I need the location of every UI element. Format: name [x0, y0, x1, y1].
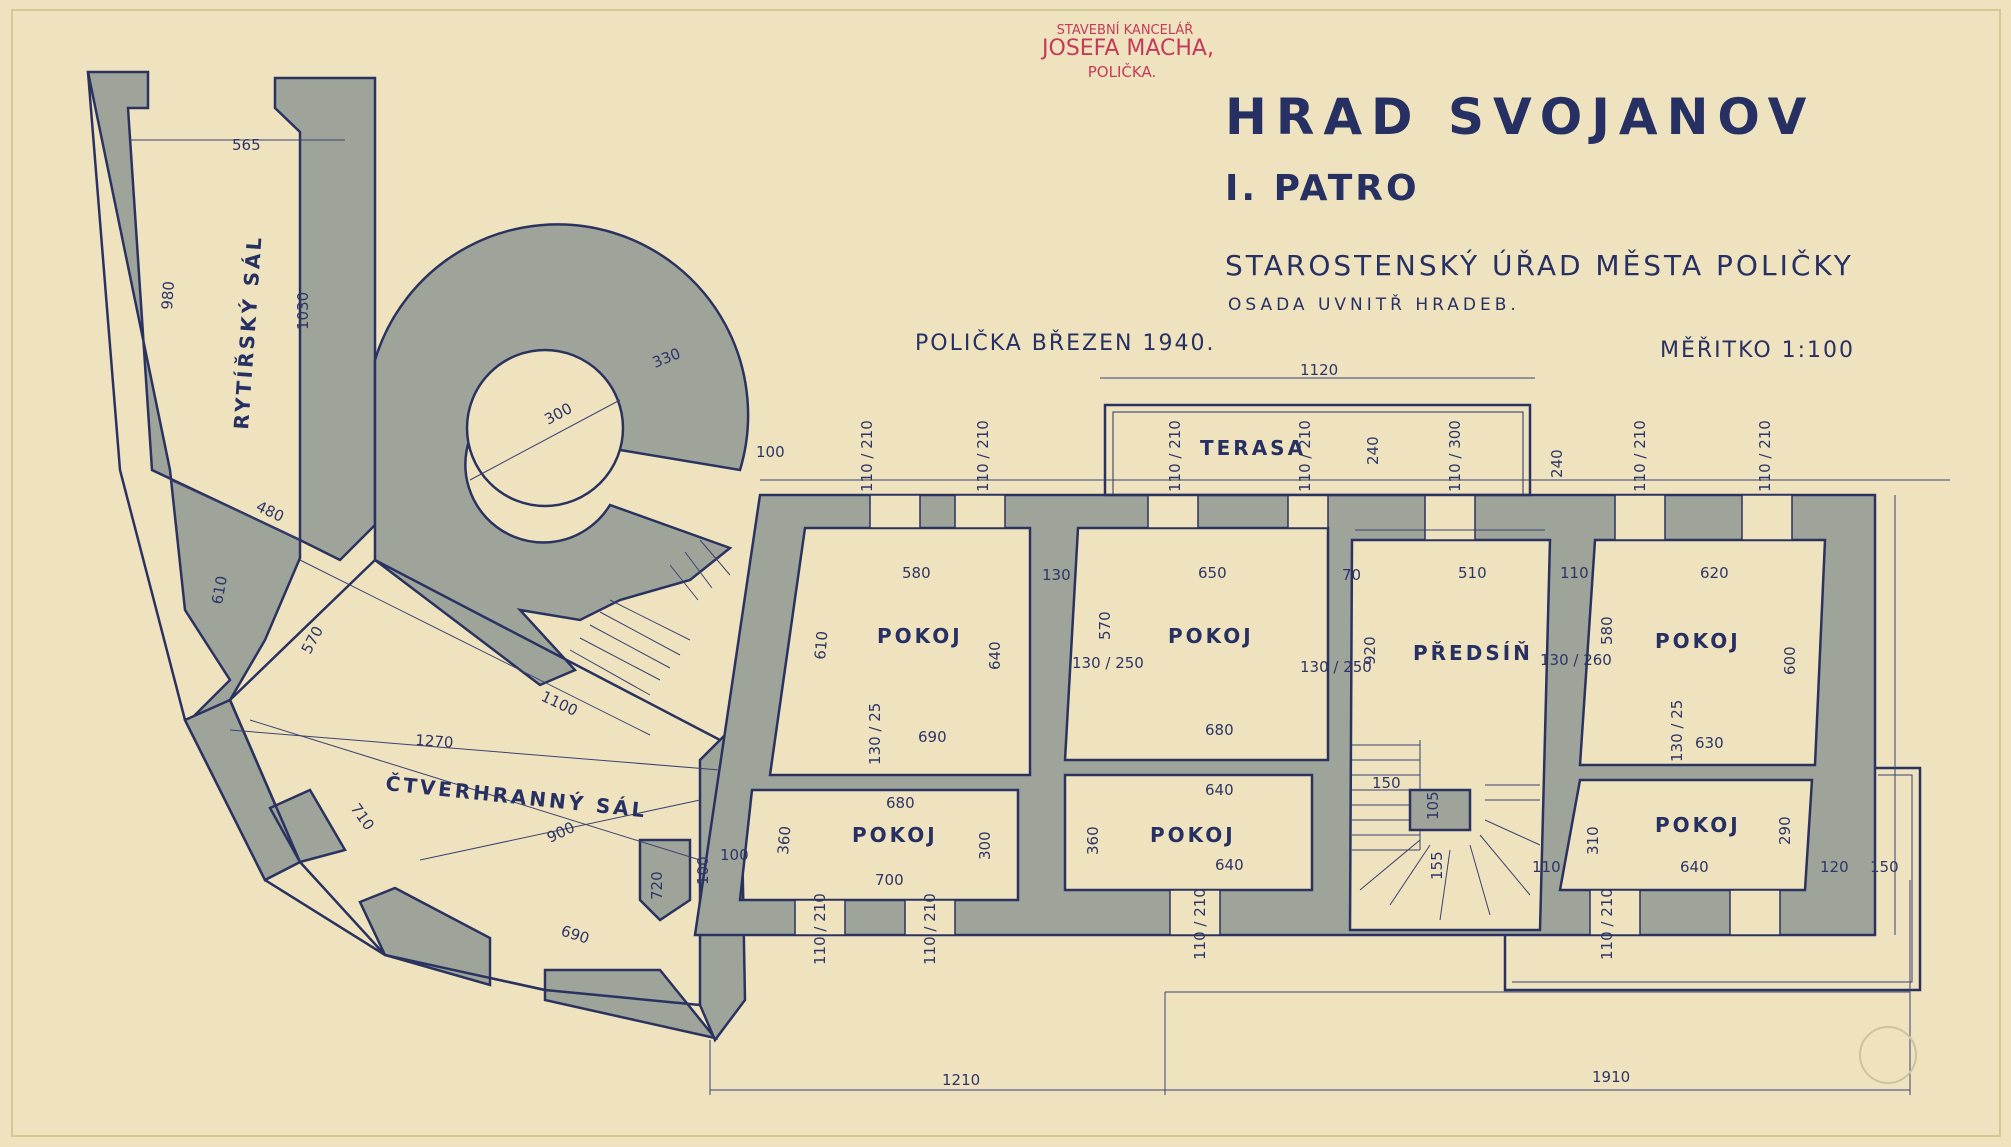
dim-1270: 1270 — [415, 731, 454, 752]
room-label-predsin: PŘEDSÍŇ — [1413, 641, 1533, 665]
dim-610b: 610 — [811, 630, 831, 660]
dim-130-25-b: 130 / 25 — [1668, 700, 1686, 762]
dim-110-210-g: 110 / 210 — [1166, 420, 1184, 492]
room-label-pokoj-6: POKOJ — [1655, 813, 1741, 837]
dim-300b: 300 — [976, 831, 994, 860]
dim-110-210-f: 110 / 210 — [974, 420, 992, 492]
dim-110a: 110 — [1560, 564, 1589, 582]
dim-1210: 1210 — [942, 1071, 980, 1089]
dim-720: 720 — [648, 871, 666, 900]
dim-980: 980 — [158, 280, 178, 310]
dim-155: 155 — [1428, 851, 1446, 880]
dim-640a: 640 — [986, 641, 1004, 670]
dim-110-210-j: 110 / 210 — [1756, 420, 1774, 492]
dim-130-250-a: 130 / 250 — [1072, 654, 1144, 672]
dim-310: 310 — [1584, 826, 1602, 855]
dim-110b: 110 — [1532, 858, 1561, 876]
stamp-line-3: POLIČKA. — [1088, 62, 1156, 81]
window-niches — [794, 494, 1793, 936]
room-label-pokoj-1: POKOJ — [877, 624, 963, 648]
dim-105: 105 — [1424, 791, 1442, 820]
dim-690b: 690 — [918, 728, 947, 746]
office-line: STAROSTENSKÝ ÚŘAD MĚSTA POLIČKY — [1225, 248, 1854, 282]
terrace — [1103, 403, 1532, 497]
dim-620: 620 — [1700, 564, 1729, 582]
subtitle-line: OSADA UVNITŘ HRADEB. — [1228, 293, 1520, 315]
stamp-line-1: STAVEBNÍ KANCELÁŘ — [1057, 22, 1194, 38]
dim-700: 700 — [875, 871, 904, 889]
dim-110-210-d: 110 / 210 — [1598, 888, 1616, 960]
sheet-border — [11, 9, 2001, 1137]
dim-130-250-b: 130 / 250 — [1300, 658, 1372, 676]
dim-240a: 240 — [1364, 436, 1382, 465]
room-label-pokoj-3: POKOJ — [1655, 629, 1741, 653]
dim-570b: 570 — [1096, 611, 1114, 640]
main-block-walls — [693, 493, 1877, 937]
room-label-pokoj-5: POKOJ — [1150, 823, 1236, 847]
dim-640d: 640 — [1680, 858, 1709, 876]
stair-core — [1408, 788, 1472, 832]
dim-110-210-b: 110 / 210 — [921, 893, 939, 965]
dim-360a: 360 — [774, 825, 794, 855]
tower-stairs — [569, 539, 731, 696]
dim-110-210-h: 110 / 210 — [1296, 420, 1314, 492]
dim-510: 510 — [1458, 564, 1487, 582]
dim-650: 650 — [1198, 564, 1227, 582]
dim-130a: 130 — [1042, 566, 1071, 584]
dimension-figures: 565 980 1030 480 610 300 330 100 570 110… — [158, 136, 1899, 1089]
office-stamp: STAVEBNÍ KANCELÁŘ JOSEFA MACHA, POLIČKA. — [1040, 22, 1214, 81]
dim-360b: 360 — [1084, 826, 1102, 855]
dim-110-210-a: 110 / 210 — [811, 893, 829, 965]
dim-110-300: 110 / 300 — [1446, 420, 1464, 492]
dim-130-260: 130 / 260 — [1540, 651, 1612, 669]
plan-title: HRAD SVOJANOV — [1225, 88, 1815, 146]
south-wall-segment — [358, 886, 492, 987]
dim-100a: 100 — [756, 443, 785, 461]
west-wall-segment-2 — [268, 788, 347, 864]
dim-100c: 100 — [720, 846, 749, 864]
floor-title: I. PATRO — [1225, 168, 1420, 209]
right-balcony — [1503, 766, 1922, 992]
dim-110-210-i: 110 / 210 — [1631, 420, 1649, 492]
square-hall-pier — [638, 838, 692, 922]
dim-580a: 580 — [902, 564, 931, 582]
dim-120a: 120 — [1820, 858, 1849, 876]
room-label-pokoj-2: POKOJ — [1168, 624, 1254, 648]
dim-100b: 100 — [694, 856, 712, 885]
hall-staircase — [1352, 740, 1541, 921]
dim-920: 920 — [1361, 636, 1379, 665]
dim-630: 630 — [1695, 734, 1724, 752]
dim-565: 565 — [232, 136, 261, 154]
archive-stamp — [1859, 1026, 1917, 1084]
dim-1910: 1910 — [1592, 1068, 1630, 1086]
dim-70: 70 — [1342, 566, 1361, 584]
dim-600: 600 — [1781, 646, 1799, 675]
place-date: POLIČKA BŘEZEN 1940. — [915, 330, 1215, 356]
dim-290: 290 — [1776, 816, 1794, 845]
dim-640c: 640 — [1215, 856, 1244, 874]
dim-680a: 680 — [1205, 721, 1234, 739]
dim-110-210-e: 110 / 210 — [858, 420, 876, 492]
dim-1120: 1120 — [1300, 361, 1338, 379]
dimension-lines — [130, 139, 1950, 1095]
dim-150b: 150 — [1372, 774, 1401, 792]
dim-640b: 640 — [1205, 781, 1234, 799]
dim-150a: 150 — [1870, 858, 1899, 876]
dim-110-210-c: 110 / 210 — [1191, 888, 1209, 960]
scale-label: MĚŘITKO 1:100 — [1660, 337, 1855, 363]
square-hall-outline — [228, 558, 722, 1007]
room-label-terrace: TERASA — [1200, 436, 1306, 460]
round-tower — [373, 223, 750, 687]
stamp-line-2: JOSEFA MACHA, — [1040, 36, 1214, 61]
dim-240b: 240 — [1548, 449, 1566, 478]
dim-580b: 580 — [1598, 616, 1616, 645]
dim-130-25-a: 130 / 25 — [866, 703, 884, 765]
dim-610a: 610 — [208, 574, 231, 605]
room-label-pokoj-4: POKOJ — [852, 823, 938, 847]
dim-1030: 1030 — [294, 292, 312, 330]
dim-680b: 680 — [886, 794, 915, 812]
